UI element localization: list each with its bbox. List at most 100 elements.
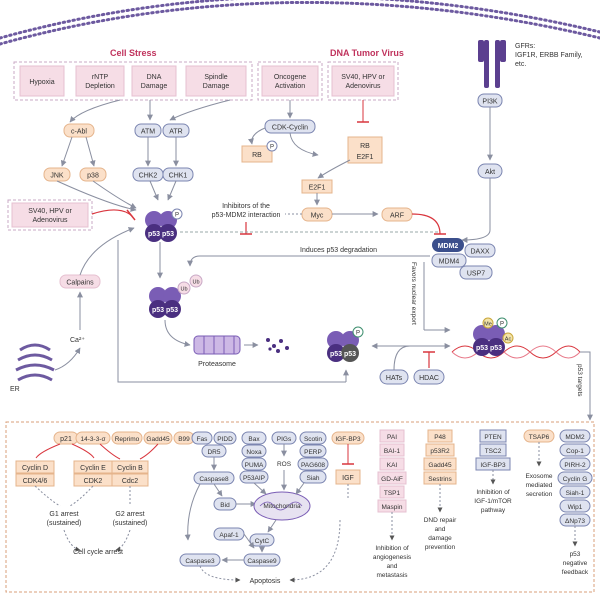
arf-node: ARF xyxy=(390,213,404,220)
b99-node: B99 xyxy=(178,436,190,443)
oncogene-label-2: Activation xyxy=(275,83,305,90)
er-icon xyxy=(15,343,55,382)
tsp1-node: TSP1 xyxy=(384,490,401,497)
mitochondria-label: Mitochondria xyxy=(263,503,301,510)
perp-node: PERP xyxy=(304,449,322,456)
scotin-node: Scotin xyxy=(304,436,322,443)
methyl-tag: Me xyxy=(484,322,492,328)
angio-label-1: Inhibition of xyxy=(375,545,408,552)
igf-node: IGF xyxy=(342,475,354,482)
dna-helix-icon xyxy=(451,345,581,359)
siah1-node: Siah-1 xyxy=(566,490,585,497)
spindle-label-1: Spindle xyxy=(204,74,227,81)
chk1-node: CHK1 xyxy=(169,173,188,180)
atr-node: ATR xyxy=(169,129,182,136)
oncogene-label-1: Oncogene xyxy=(274,74,306,81)
pigs-node: PIGs xyxy=(277,436,292,443)
pidd-node: PIDD xyxy=(217,436,233,443)
dna-repair-label-1: DND repair xyxy=(424,517,457,524)
gfr-label-3: etc. xyxy=(515,61,526,68)
ub-tag-2: Ub xyxy=(192,280,199,286)
p53-nuc-phospho: P xyxy=(356,331,360,337)
gd-aif-node: GD-AiF xyxy=(381,476,403,483)
feedback-targets: MDM2 Cop-1 PIRH-2 Cyclin G Siah-1 Wip1 Δ… xyxy=(557,429,593,576)
wip1-node: Wip1 xyxy=(568,504,583,511)
gfr-receptor: GFRs: IGF1R, ERBB Family, etc. xyxy=(478,40,583,88)
usp7-node: USP7 xyxy=(467,271,485,278)
p53aip-node: P53AIP xyxy=(243,475,265,482)
rb-phospho: P xyxy=(270,145,274,151)
cyclin-g-node: Cyclin G xyxy=(563,476,588,483)
dna-repair-targets: P48 p53R2 Gadd45 Sestrins DND repair and… xyxy=(423,429,457,551)
hdac-node: HDAC xyxy=(419,375,439,382)
p53r2-node: p53R2 xyxy=(430,448,450,455)
dna-repair-label-2: and xyxy=(435,526,446,533)
p53-tetramer-main: p53 p53 P xyxy=(145,208,183,242)
rb-complex-node: RB xyxy=(360,143,370,150)
c-abl-node: c-Abl xyxy=(71,129,87,136)
dnp73-node: ΔNp73 xyxy=(565,518,585,525)
proteasome-label: Proteasome xyxy=(198,361,236,368)
exosome-label-3: secretion xyxy=(526,491,553,498)
tsap6-node: TSAP6 xyxy=(529,434,550,441)
header-cell-stress: Cell Stress xyxy=(110,48,157,58)
induces-degradation-label: Induces p53 degradation xyxy=(300,247,377,254)
cyclin-b-node: Cyclin B xyxy=(117,465,143,472)
mtor-label-2: IGF-1/mTOR xyxy=(474,498,512,505)
p53-ub-label-a: p53 xyxy=(152,307,164,314)
bax-node: Bax xyxy=(248,436,260,443)
dna-repair-label-3: damage xyxy=(428,535,452,542)
inhibitors-label-1: Inhibitors of the xyxy=(222,203,270,210)
akt-node: Akt xyxy=(485,169,495,176)
inhibitors-label-2: p53-MDM2 interaction xyxy=(212,212,281,219)
caspase9-node: Caspase9 xyxy=(247,558,277,565)
feedback-label-3: feedback xyxy=(562,569,589,576)
cdk-cyclin-node: CDK-Cyclin xyxy=(272,125,308,132)
14-3-3-sigma-node: 14-3-3-σ xyxy=(81,436,106,443)
acetyl-tag: Ac xyxy=(505,337,512,343)
rntp-label-2: Depletion xyxy=(85,83,115,90)
bid-node: Bid xyxy=(220,502,230,509)
pten-node: PTEN xyxy=(484,434,502,441)
puma-node: PUMA xyxy=(245,462,264,469)
stress-group: Hypoxia rNTP Depletion DNA Damage Spindl… xyxy=(13,61,253,101)
noxa-node: Noxa xyxy=(246,449,262,456)
p53-ub-label-b: p53 xyxy=(166,307,178,314)
igf-bp3-node: IGF-BP3 xyxy=(335,436,361,443)
rb-node: RB xyxy=(252,152,262,159)
proteasome-icon xyxy=(193,335,241,355)
angiogenesis-targets: PAI BAI-1 KAI GD-AiF TSP1 Maspin Inhibit… xyxy=(373,429,412,579)
daxx-node: DAXX xyxy=(470,249,489,256)
p53-label-b: p53 xyxy=(162,231,174,238)
rntp-label-1: rNTP xyxy=(92,74,109,81)
cdk2-node: CDK2 xyxy=(84,478,103,485)
gadd45-node-b: Gadd45 xyxy=(428,462,452,469)
fb-mdm2-node: MDM2 xyxy=(565,434,585,441)
calpains-node: Calpains xyxy=(66,280,94,287)
gfr-label-2: IGF1R, ERBB Family, xyxy=(515,52,583,59)
mtor-label-1: Inhibition of xyxy=(476,489,509,496)
atm-node: ATM xyxy=(141,129,155,136)
cytc-node: CytC xyxy=(255,538,270,545)
feedback-label-2: negative xyxy=(563,560,588,567)
reprimo-node: Reprimo xyxy=(115,436,140,443)
dna-repair-label-4: prevention xyxy=(425,544,456,551)
p53-ubiquitinated: p53 p53 Ub Ub xyxy=(149,274,203,318)
exosome-label-1: Exosome xyxy=(525,473,552,480)
p53-act-label-b: p53 xyxy=(490,345,502,352)
dna-damage-label-2: Damage xyxy=(141,83,168,90)
cyclin-d-node: Cyclin D xyxy=(22,465,48,472)
jnk-node: JNK xyxy=(50,173,64,180)
bai1-node: BAI-1 xyxy=(384,448,401,455)
er-label: ER xyxy=(10,386,20,393)
cyclin-e-node: Cyclin E xyxy=(80,465,106,472)
e2f1-complex-node: E2F1 xyxy=(357,154,374,161)
pi3k-node: PI3K xyxy=(482,99,498,106)
cdc2-node: Cdc2 xyxy=(122,478,138,485)
cdk46-node: CDK4/6 xyxy=(23,478,48,485)
gfr-label-1: GFRs: xyxy=(515,43,535,50)
pag608-node: PAG608 xyxy=(301,462,325,469)
p53-nuc-label-b: p53 xyxy=(344,351,356,358)
apoptosis-label: Apoptosis xyxy=(250,578,281,585)
